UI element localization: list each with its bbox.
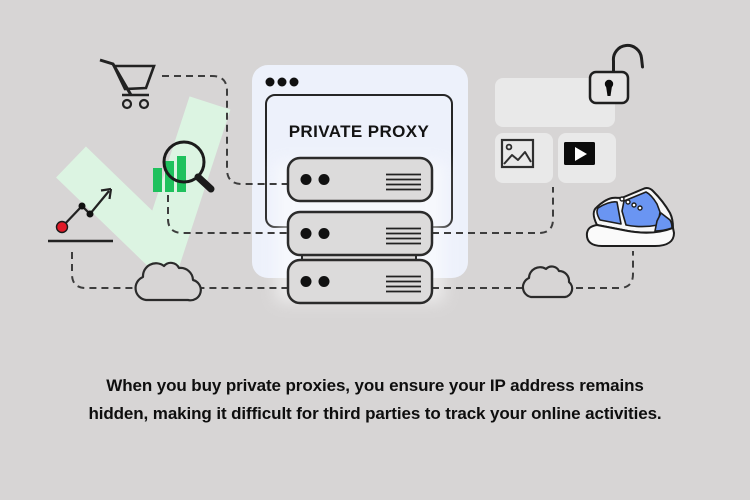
connector-cart-to-server1 bbox=[162, 75, 288, 185]
server-unit-3 bbox=[286, 258, 434, 305]
cart-basket bbox=[111, 64, 156, 91]
chart-line bbox=[61, 190, 110, 228]
chart-start-dot bbox=[55, 220, 69, 234]
window-dot bbox=[289, 77, 299, 87]
magnifier-lens bbox=[162, 140, 206, 184]
content-card bbox=[495, 78, 615, 127]
magnifier-handle bbox=[194, 173, 215, 193]
server-vents bbox=[386, 173, 421, 191]
padlock-keyhole-stem bbox=[606, 86, 612, 96]
magnifier-icon bbox=[162, 140, 215, 193]
cloud-icon bbox=[134, 261, 202, 302]
caption: When you buy private proxies, you ensure… bbox=[0, 372, 750, 428]
padlock-shackle bbox=[611, 43, 644, 74]
image-card bbox=[495, 133, 553, 183]
server-icon bbox=[286, 156, 434, 305]
shopping-cart-icon bbox=[99, 58, 156, 110]
window-dot bbox=[265, 77, 275, 87]
window-dot bbox=[277, 77, 287, 87]
connector-bars-to-server2 bbox=[167, 195, 288, 234]
connector-server3-to-sneaker bbox=[432, 251, 634, 289]
dashed-connectors bbox=[71, 75, 634, 289]
server-led bbox=[318, 174, 330, 185]
video-card bbox=[558, 133, 616, 183]
sneaker-icon bbox=[585, 186, 675, 247]
chart-arrowhead bbox=[100, 187, 113, 200]
play-triangle bbox=[575, 147, 587, 161]
server-led bbox=[300, 174, 312, 185]
browser-dots-icon bbox=[265, 77, 299, 87]
cart-handle bbox=[99, 58, 133, 96]
sneaker-eyelets bbox=[619, 196, 643, 211]
server-led bbox=[300, 276, 312, 287]
caption-line-1: When you buy private proxies, you ensure… bbox=[106, 376, 644, 395]
cart-wheel bbox=[121, 98, 133, 110]
server-vents bbox=[386, 275, 421, 293]
bar bbox=[153, 168, 162, 192]
bar bbox=[177, 156, 186, 192]
server-led bbox=[318, 276, 330, 287]
proxy-panel-title: PRIVATE PROXY bbox=[288, 122, 430, 141]
sneaker-heel-panel bbox=[596, 201, 622, 225]
checkmark-icon bbox=[56, 96, 231, 290]
caption-line-2: hidden, making it difficult for third pa… bbox=[88, 404, 662, 423]
growth-chart-icon bbox=[48, 187, 113, 243]
cloud-icon bbox=[521, 265, 574, 299]
image-icon bbox=[500, 138, 535, 169]
open-padlock-icon bbox=[588, 43, 644, 105]
server-unit-2 bbox=[286, 210, 434, 257]
server-vents bbox=[386, 227, 421, 245]
cart-wheel bbox=[138, 98, 150, 110]
chart-point bbox=[78, 202, 86, 210]
server-unit-1 bbox=[286, 156, 434, 203]
server-led bbox=[300, 228, 312, 239]
server-led bbox=[318, 228, 330, 239]
chart-point bbox=[86, 210, 94, 218]
sneaker-sole bbox=[585, 224, 675, 247]
